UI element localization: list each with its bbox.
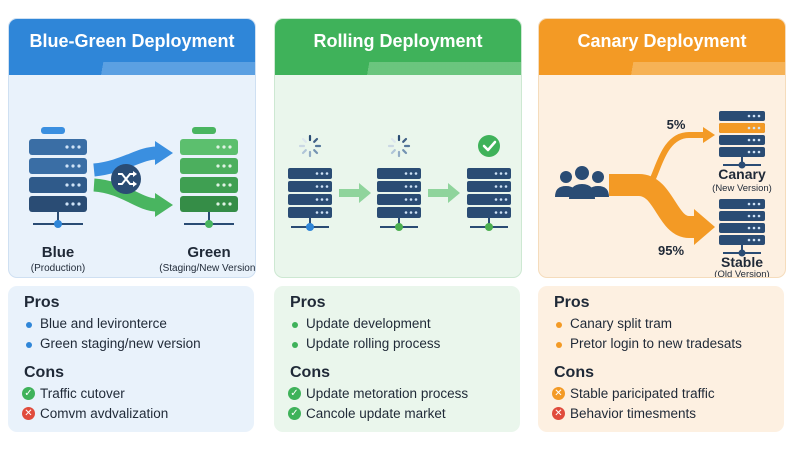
stable-server-icon [719,199,765,257]
stable-arrow-icon [609,174,697,238]
rolling-diagram [288,134,511,231]
blue-sublabel: (Production) [31,263,85,274]
bullet-dot-icon [26,342,32,348]
canary-percent: 5% [667,117,686,132]
cons-item: Update metoration process [306,386,469,401]
x-circle-icon: ✕ [22,407,35,420]
bullet-dot-icon [292,342,298,348]
x-circle-icon: ✕ [552,387,565,400]
check-circle-icon: ✓ [288,407,301,420]
rolling-server-2 [377,168,421,231]
canary-title: Canary Deployment [577,31,747,51]
check-circle-icon: ✓ [22,387,35,400]
pros-item: Canary split tram [570,316,673,331]
rolling-title: Rolling Deployment [313,31,483,51]
cons-heading: Cons [554,364,594,381]
rolling-server-1 [288,168,332,231]
cons-item: Comvm avdvalization [40,406,169,421]
canary-panel: Canary Deployment 5% [538,18,786,278]
rolling-server-3 [467,168,511,231]
spinner-icon [387,134,411,158]
spinner-icon [298,134,322,158]
cons-item: Cancole update market [306,406,446,421]
pros-heading: Pros [290,294,326,311]
stable-percent: 95% [658,243,684,258]
green-sublabel: (Staging/New Version) [159,263,255,274]
canary-server-icon [719,111,765,169]
blue-green-title: Blue-Green Deployment [29,31,235,51]
blue-label: Blue [42,244,75,261]
shuffle-icon [111,164,141,194]
cons-item: Stable paricipated traffic [570,386,715,401]
blue-green-pros-cons-card: Pros Blue and levironterce Green staging… [8,286,254,432]
stable-label: Stable [721,254,763,270]
bullet-dot-icon [556,322,562,328]
canary-pros-cons-card: Pros Canary split tram Pretor login to n… [538,286,784,432]
pros-item: Green staging/new version [40,336,201,351]
stable-sublabel: (Old Version) [714,269,769,277]
cons-item: Behavior timesments [570,406,697,421]
cons-item: Traffic cutover [40,386,125,401]
users-icon [555,166,609,199]
cons-heading: Cons [290,364,330,381]
blue-green-diagram: Blue (Production) Green (Staging/New Ver… [29,127,255,274]
bullet-dot-icon [26,322,32,328]
canary-sublabel: (New Version) [712,183,772,194]
pros-item: Blue and levironterce [40,316,167,331]
canary-diagram: 5% 95% Canary (New Version) Stabl [555,111,772,277]
arrow-icon [339,183,371,203]
x-circle-icon: ✕ [552,407,565,420]
canary-label: Canary [718,166,766,182]
canary-header [539,19,785,75]
rolling-header [275,19,521,75]
green-label: Green [187,244,230,261]
rolling-pros-cons-card: Pros Update development Update rolling p… [274,286,520,432]
cons-heading: Cons [24,364,64,381]
pros-item: Update development [306,316,431,331]
green-arrow-icon [93,178,158,212]
arrow-icon [428,183,460,203]
pros-item: Pretor login to new tradesats [570,336,742,351]
pros-heading: Pros [24,294,60,311]
pros-item: Update rolling process [306,336,441,351]
check-circle-icon: ✓ [288,387,301,400]
blue-server-icon [29,127,87,228]
bullet-dot-icon [292,322,298,328]
blue-green-header [9,19,255,75]
green-server-icon [180,127,238,228]
rolling-panel: Rolling Deployment [274,18,522,278]
blue-arrow-icon [93,146,158,177]
pros-heading: Pros [554,294,590,311]
check-icon [478,135,500,157]
blue-green-panel: Blue-Green Deployment [8,18,256,278]
bullet-dot-icon [556,342,562,348]
